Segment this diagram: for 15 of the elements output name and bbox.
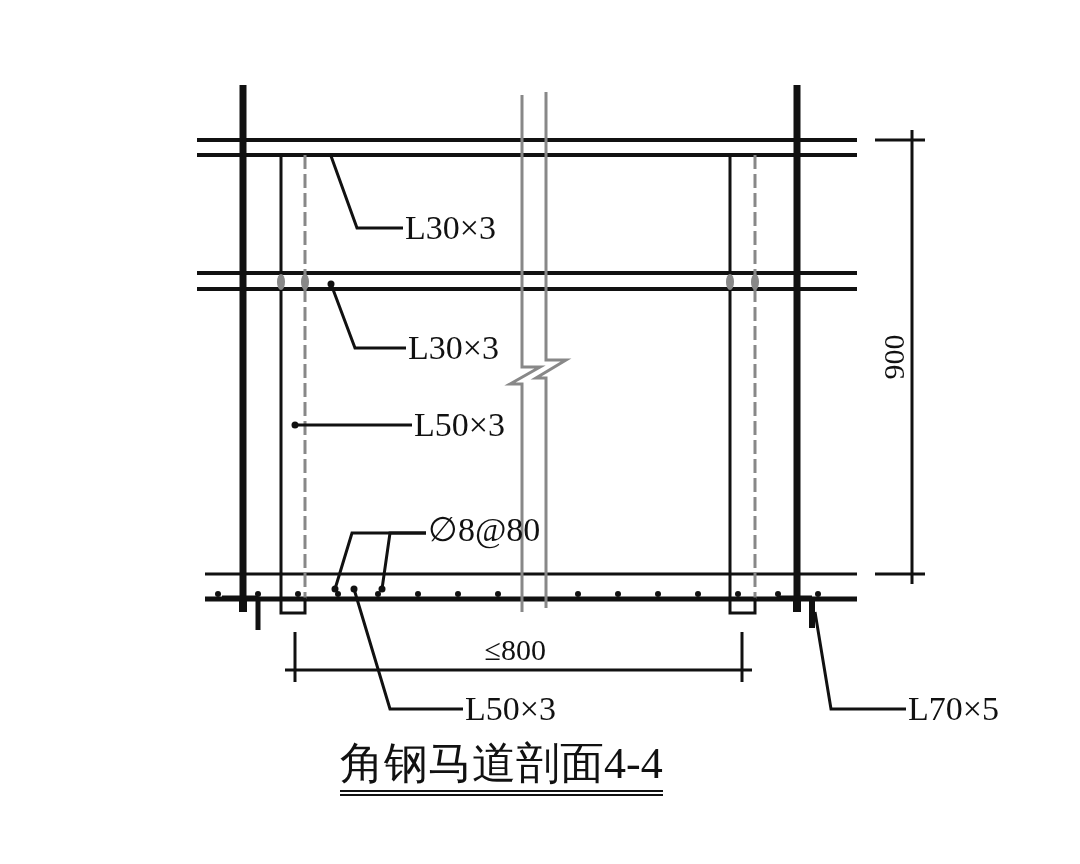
leader-line [329, 155, 403, 230]
leader-line [291, 421, 412, 429]
part-label: L50×3 [414, 406, 505, 444]
part-label: L30×3 [405, 209, 496, 247]
dimension-text: ≤800 [484, 632, 546, 668]
part-label: L50×3 [465, 690, 556, 728]
leader-line [378, 531, 426, 593]
title: 角钢马道剖面4-4 [340, 738, 663, 796]
leader-line [813, 611, 906, 711]
part-label: L70×5 [908, 690, 999, 728]
part-label: ∅8@80 [428, 511, 541, 549]
leader-line [350, 585, 463, 711]
dimension-text: 900 [875, 334, 910, 380]
leader-line [327, 280, 406, 350]
part-label: L30×3 [408, 329, 499, 367]
